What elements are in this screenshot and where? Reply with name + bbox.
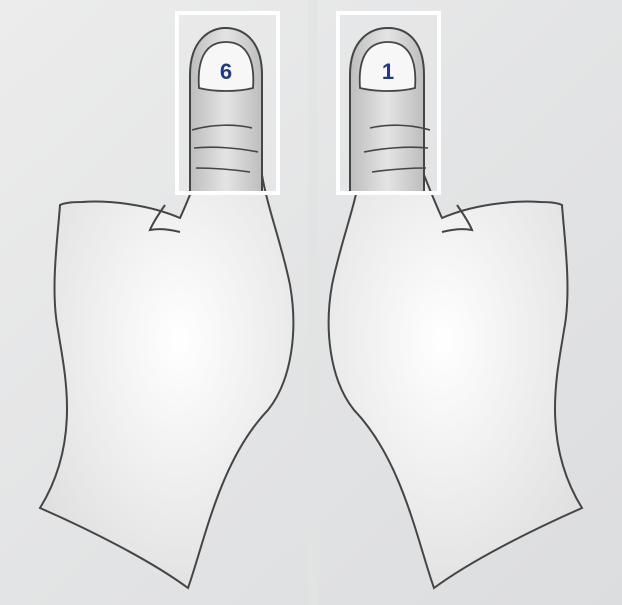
right-thumb-number: 1 bbox=[382, 59, 394, 84]
left-thumb-number: 6 bbox=[220, 59, 232, 84]
center-divider bbox=[308, 0, 318, 605]
